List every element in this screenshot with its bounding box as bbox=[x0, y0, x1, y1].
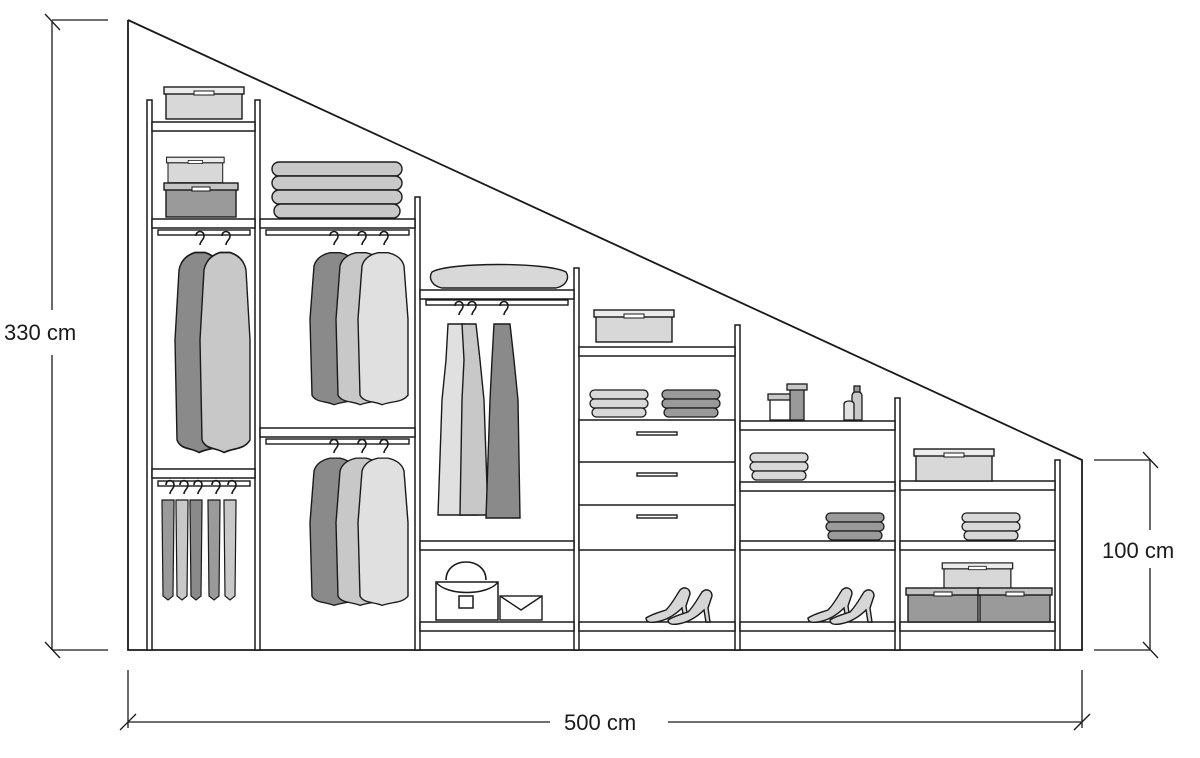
folded-towels-section-5 bbox=[749, 452, 885, 541]
width-dimension-label: 500 cm bbox=[556, 712, 645, 734]
drawer-unit bbox=[579, 431, 735, 519]
dimension-lines bbox=[44, 13, 1159, 731]
high-heels-section-5 bbox=[807, 587, 875, 626]
folded-blankets bbox=[271, 161, 403, 219]
coats-section-2-bottom bbox=[309, 438, 409, 607]
cabinet-frames bbox=[146, 99, 1061, 651]
coats-section-1 bbox=[174, 230, 251, 454]
clutch-bag bbox=[499, 595, 543, 621]
attic-outline bbox=[127, 19, 1083, 651]
folded-towels-section-4 bbox=[589, 389, 721, 418]
handbag bbox=[435, 561, 499, 621]
pillow bbox=[429, 263, 569, 289]
storage-box-section-4 bbox=[593, 309, 675, 343]
coats-section-2-top bbox=[309, 230, 409, 406]
storage-boxes-top bbox=[163, 86, 245, 218]
dresses bbox=[437, 300, 521, 519]
trousers-section-1 bbox=[161, 479, 237, 601]
folded-towels-section-6 bbox=[961, 512, 1021, 541]
high-heels-section-4 bbox=[645, 587, 713, 626]
toiletries bbox=[767, 383, 863, 421]
knee-wall-dimension-label: 100 cm bbox=[1102, 538, 1175, 563]
height-dimension-label: 330 cm bbox=[4, 320, 77, 345]
